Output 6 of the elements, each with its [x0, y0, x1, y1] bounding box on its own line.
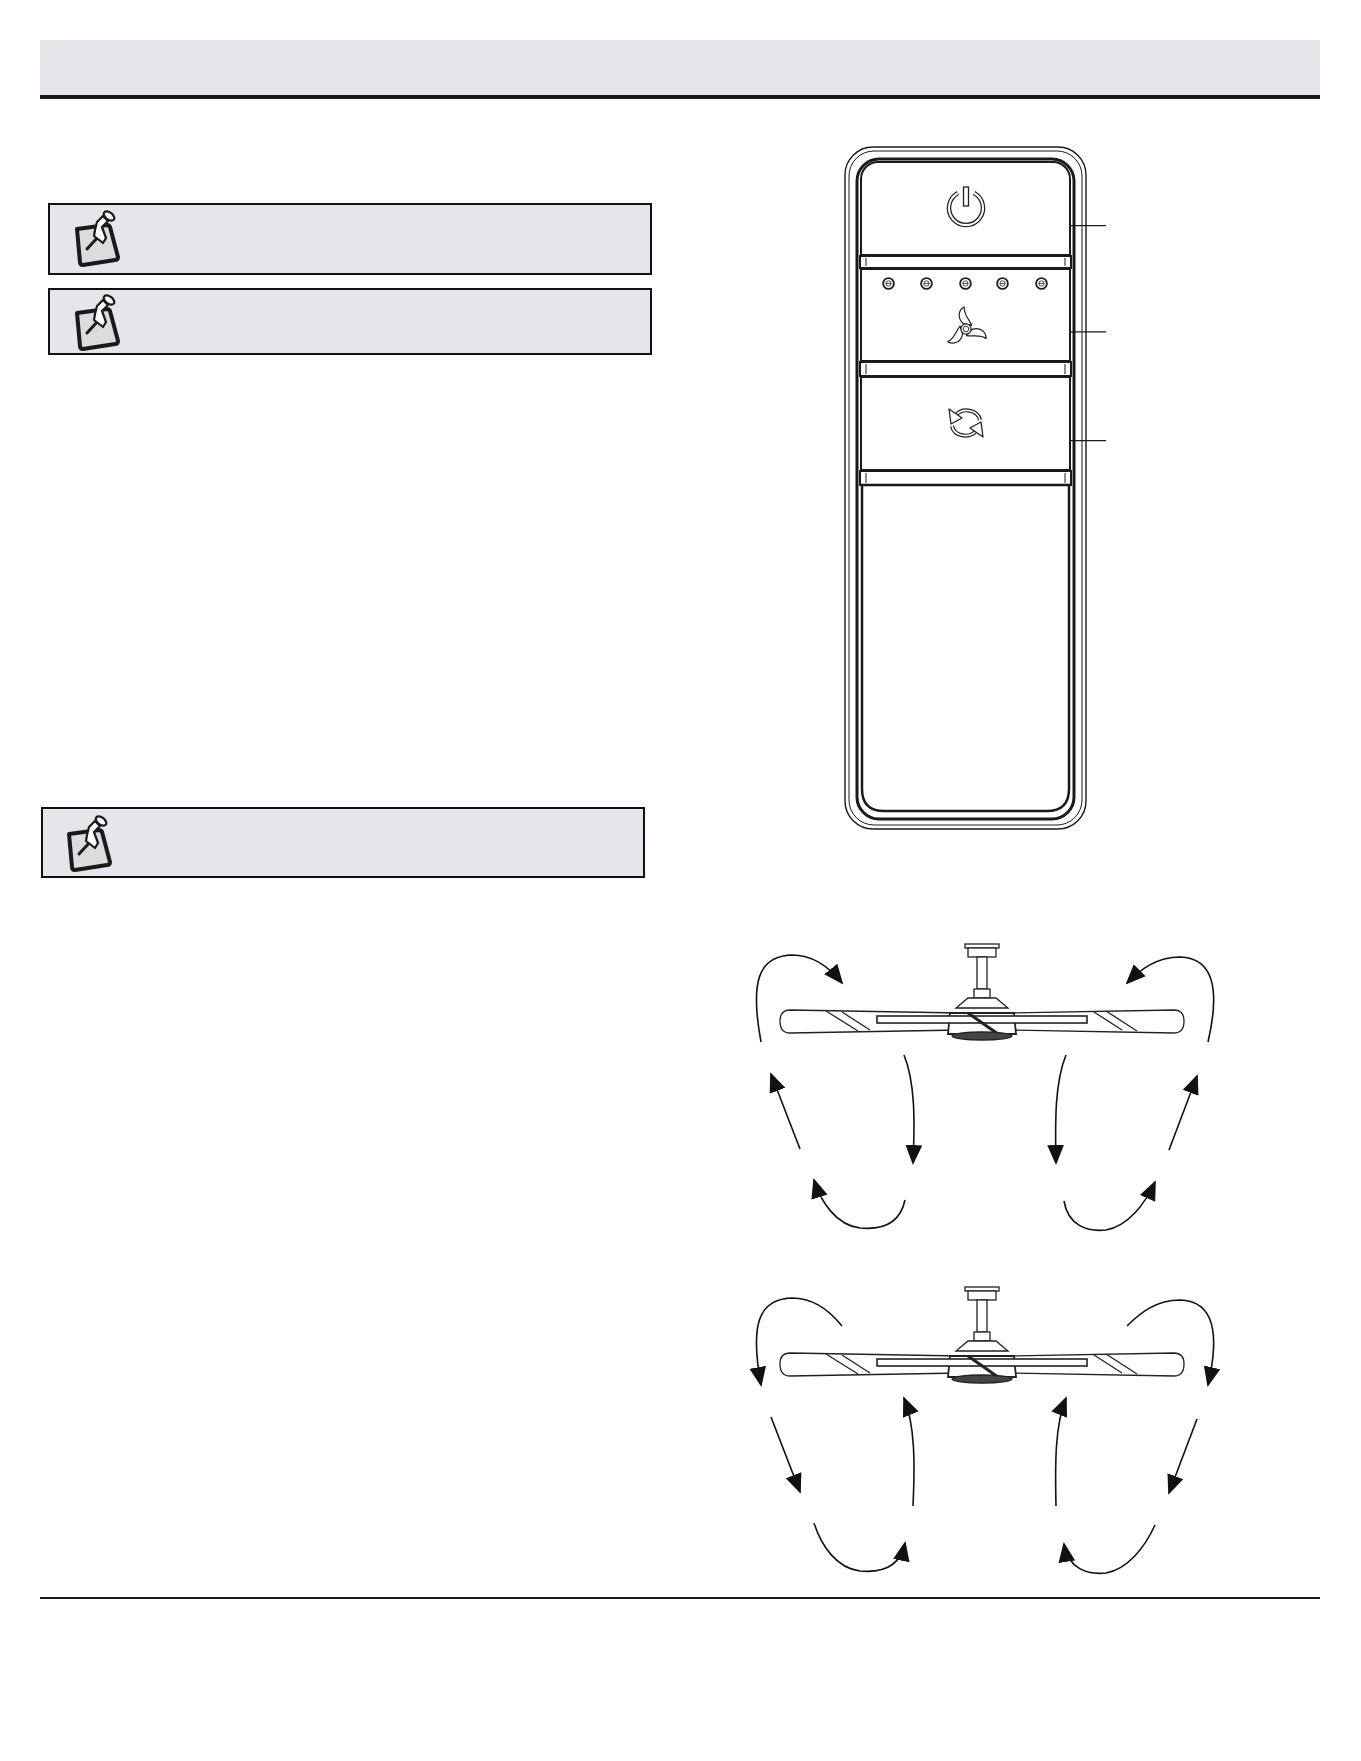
leader-line — [1070, 224, 1107, 227]
power-button — [860, 161, 1071, 256]
leader-line — [1070, 439, 1107, 442]
fan-speed-button — [860, 268, 1071, 362]
reverse-button — [860, 376, 1071, 471]
leader-line — [1070, 331, 1107, 333]
